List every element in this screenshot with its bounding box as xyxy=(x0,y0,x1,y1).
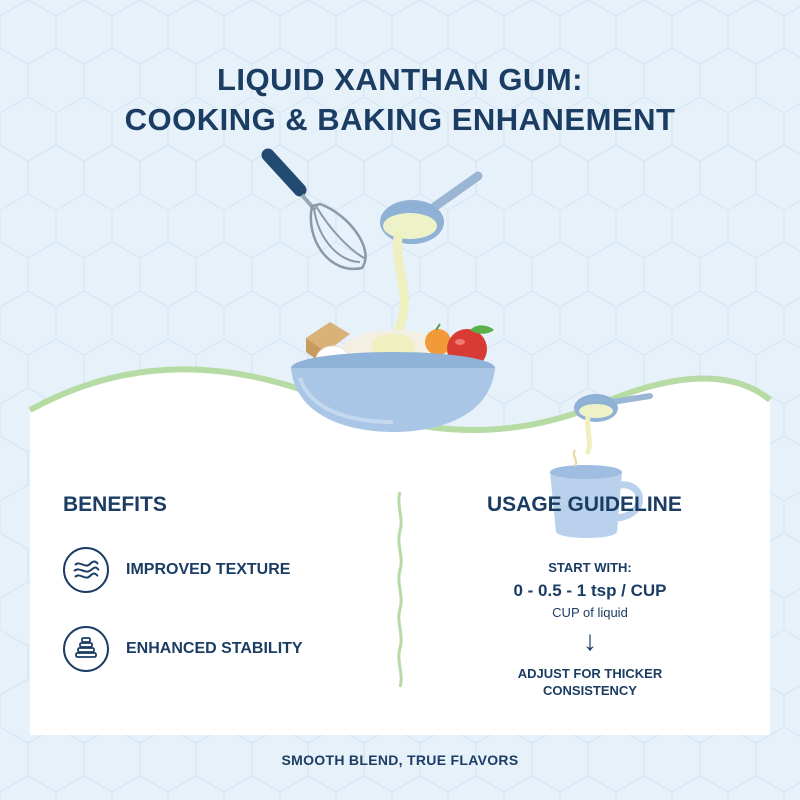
usage-heading: USAGE GUIDELINE xyxy=(487,493,682,516)
usage-unit-note: CUP of liquid xyxy=(552,605,628,620)
orange-icon xyxy=(425,323,451,355)
down-arrow-icon: ↓ xyxy=(583,625,597,656)
benefit-item-texture: IMPROVED TEXTURE xyxy=(63,547,290,593)
benefit-item-stability: ENHANCED STABILITY xyxy=(63,626,303,672)
usage-amount: 0 - 0.5 - 1 tsp / CUP xyxy=(513,581,667,600)
benefit-label: IMPROVED TEXTURE xyxy=(126,561,291,578)
usage-start-label: START WITH: xyxy=(548,560,632,575)
green-wave-border xyxy=(28,366,772,433)
title-line-1: LIQUID XANTHAN GUM: xyxy=(217,62,583,97)
whisk-icon xyxy=(261,148,367,271)
benefit-label: ENHANCED STABILITY xyxy=(126,640,303,657)
title-line-2: COOKING & BAKING ENHANEMENT xyxy=(124,102,676,137)
texture-waves-icon xyxy=(63,547,109,593)
small-scoop-icon xyxy=(574,393,653,455)
benefits-heading: BENEFITS xyxy=(63,493,167,516)
usage-details: START WITH: 0 - 0.5 - 1 tsp / CUP CUP of… xyxy=(470,560,710,698)
mixing-bowl-icon xyxy=(291,352,495,432)
usage-adjust-line-1: ADJUST FOR THICKER xyxy=(517,666,663,681)
cup-icon xyxy=(550,449,643,538)
footer-tagline: SMOOTH BLEND, TRUE FLAVORS xyxy=(281,752,519,768)
usage-adjust-line-2: CONSISTENCY xyxy=(543,683,637,698)
page-title: LIQUID XANTHAN GUM: COOKING & BAKING ENH… xyxy=(0,60,800,140)
column-divider xyxy=(397,491,403,688)
stacked-layers-icon xyxy=(63,626,109,672)
